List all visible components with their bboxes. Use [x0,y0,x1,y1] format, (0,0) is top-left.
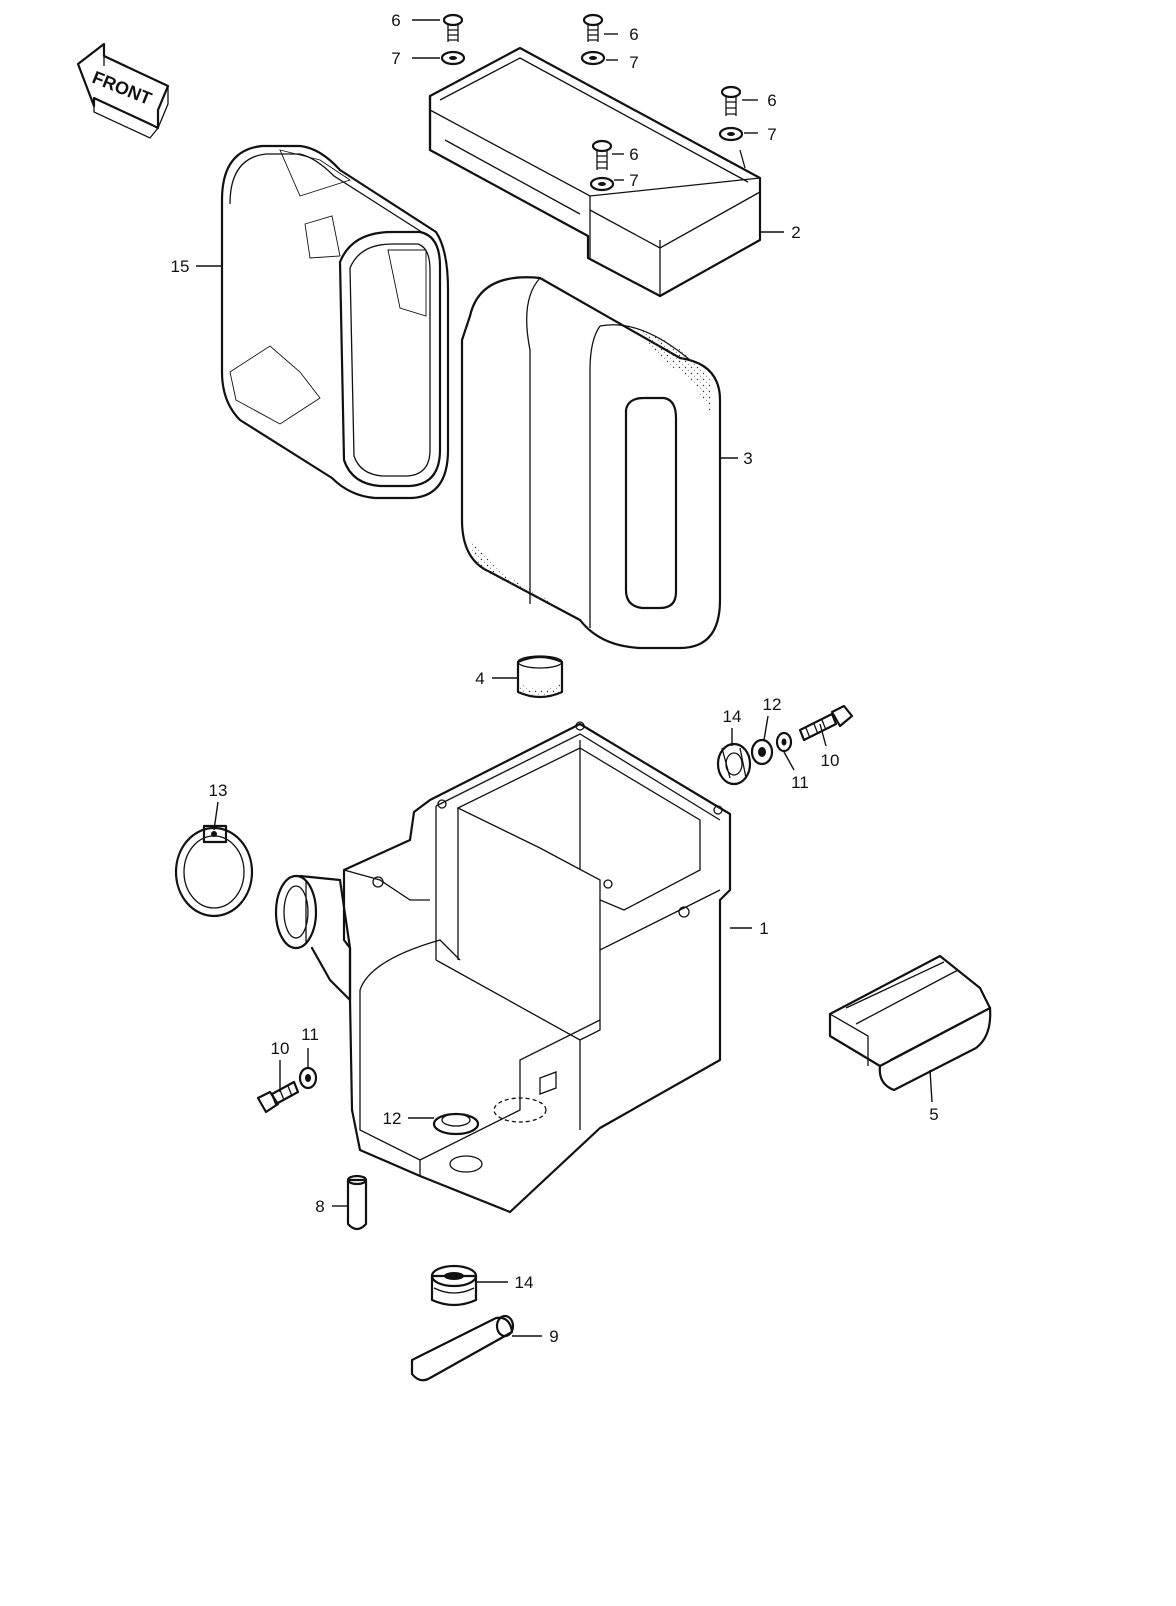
callout-11-b: 11 [301,1025,319,1044]
grommet-part-14-b [430,1264,478,1307]
callout-10-b: 10 [271,1039,290,1058]
callout-10-a: 10 [821,751,840,770]
front-arrow-icon: FRONT [76,42,170,139]
callout-3: 3 [743,449,752,468]
washer-part-7-d [589,176,615,192]
callout-7-b: 7 [629,53,638,72]
cover-part-2 [428,46,762,298]
callout-7-d: 7 [629,171,638,190]
callout-5: 5 [929,1105,938,1124]
bolt-part-10-a [798,704,854,742]
intake-duct [274,874,352,1002]
rubber-duct-part-5 [828,954,992,1092]
callout-4: 4 [475,669,484,688]
foam-element-part-3 [460,276,722,650]
washer-part-7-a [440,50,466,66]
callout-13: 13 [209,781,228,800]
callout-11-a: 11 [791,773,809,792]
callout-7-a: 7 [391,49,400,68]
hose-clamp-part-13 [174,824,254,918]
washer-part-11-a [775,731,793,753]
callout-7-c: 7 [767,125,776,144]
callout-14-a: 14 [723,707,742,726]
grommet-part-14-a [716,742,752,786]
screw-part-6-c [720,85,742,116]
callout-6-c: 6 [767,91,776,110]
callout-14-b: 14 [515,1273,534,1292]
air-cleaner-case-part-1 [342,721,732,1214]
bolt-part-10-b [256,1080,300,1114]
washer-part-11-b [298,1066,318,1090]
callout-15: 15 [171,257,190,276]
grommet-part-12-a [750,738,774,766]
washer-part-7-b [580,50,606,66]
callout-6-b: 6 [629,25,638,44]
filter-frame-part-15 [220,144,450,500]
screw-part-6-b [582,13,604,42]
callout-8: 8 [315,1197,324,1216]
front-arrow-label: FRONT [90,67,155,109]
callout-6-a: 6 [391,11,400,30]
callout-labels: 6 7 6 7 6 7 6 7 2 15 3 4 14 12 10 11 13 … [171,11,939,1346]
callout-2: 2 [791,223,800,242]
screw-part-6-d [591,139,613,170]
callout-12-b: 12 [383,1109,402,1128]
leader-lines [196,19,933,1337]
callout-6-d: 6 [629,145,638,164]
screw-part-6-a [442,13,464,42]
washer-part-7-c [718,126,744,142]
drain-sponge-part-9 [410,1314,515,1382]
cap-part-4 [516,655,564,699]
callout-9: 9 [549,1327,558,1346]
callout-12-a: 12 [763,695,782,714]
drain-pipe-part-8 [346,1174,368,1231]
callout-1: 1 [759,919,768,938]
